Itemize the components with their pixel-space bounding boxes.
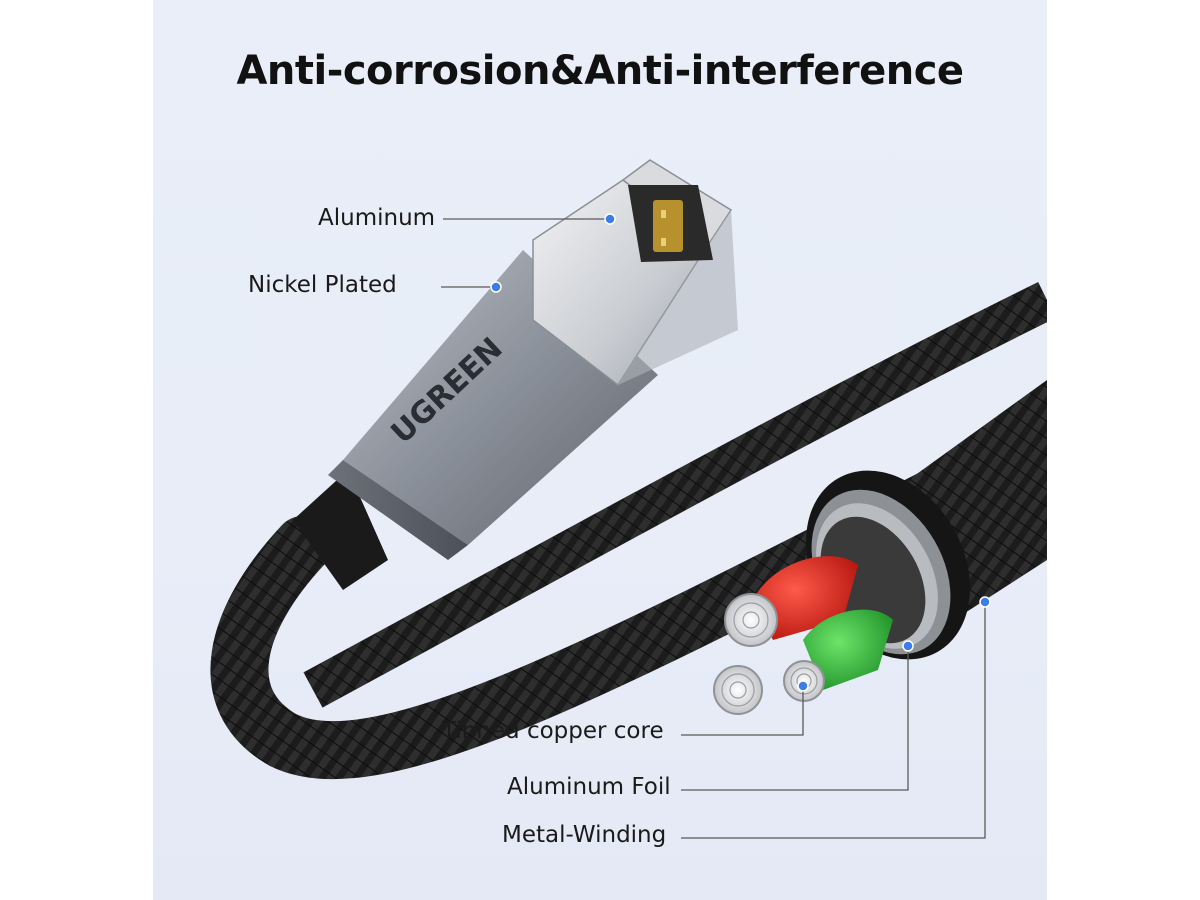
marker-dot-foil	[902, 640, 914, 652]
product-image-panel: Anti-corrosion&Anti-interference	[153, 0, 1047, 900]
label-aluminum: Aluminum	[318, 205, 436, 231]
usb-b-connector: UGREEN	[328, 159, 738, 560]
marker-dot-copper	[797, 680, 809, 692]
strain-relief	[293, 470, 388, 590]
label-metal-winding: Metal-Winding	[502, 822, 667, 848]
marker-dot-winding	[979, 596, 991, 608]
callout-lines	[441, 218, 986, 839]
label-nickel-plated: Nickel Plated	[248, 272, 397, 298]
marker-dots	[490, 213, 991, 692]
cable-cross-section	[713, 380, 1047, 715]
label-tinned-copper-core: Tinned copper core	[442, 718, 664, 744]
marker-dot-nickel	[490, 281, 502, 293]
label-aluminum-foil: Aluminum Foil	[507, 774, 671, 800]
cable-upper-strand	[303, 282, 1047, 708]
page-title: Anti-corrosion&Anti-interference	[236, 48, 964, 94]
usb-b-cable-illustration: UGREEN	[210, 159, 1047, 839]
marker-dot-aluminum	[604, 213, 616, 225]
